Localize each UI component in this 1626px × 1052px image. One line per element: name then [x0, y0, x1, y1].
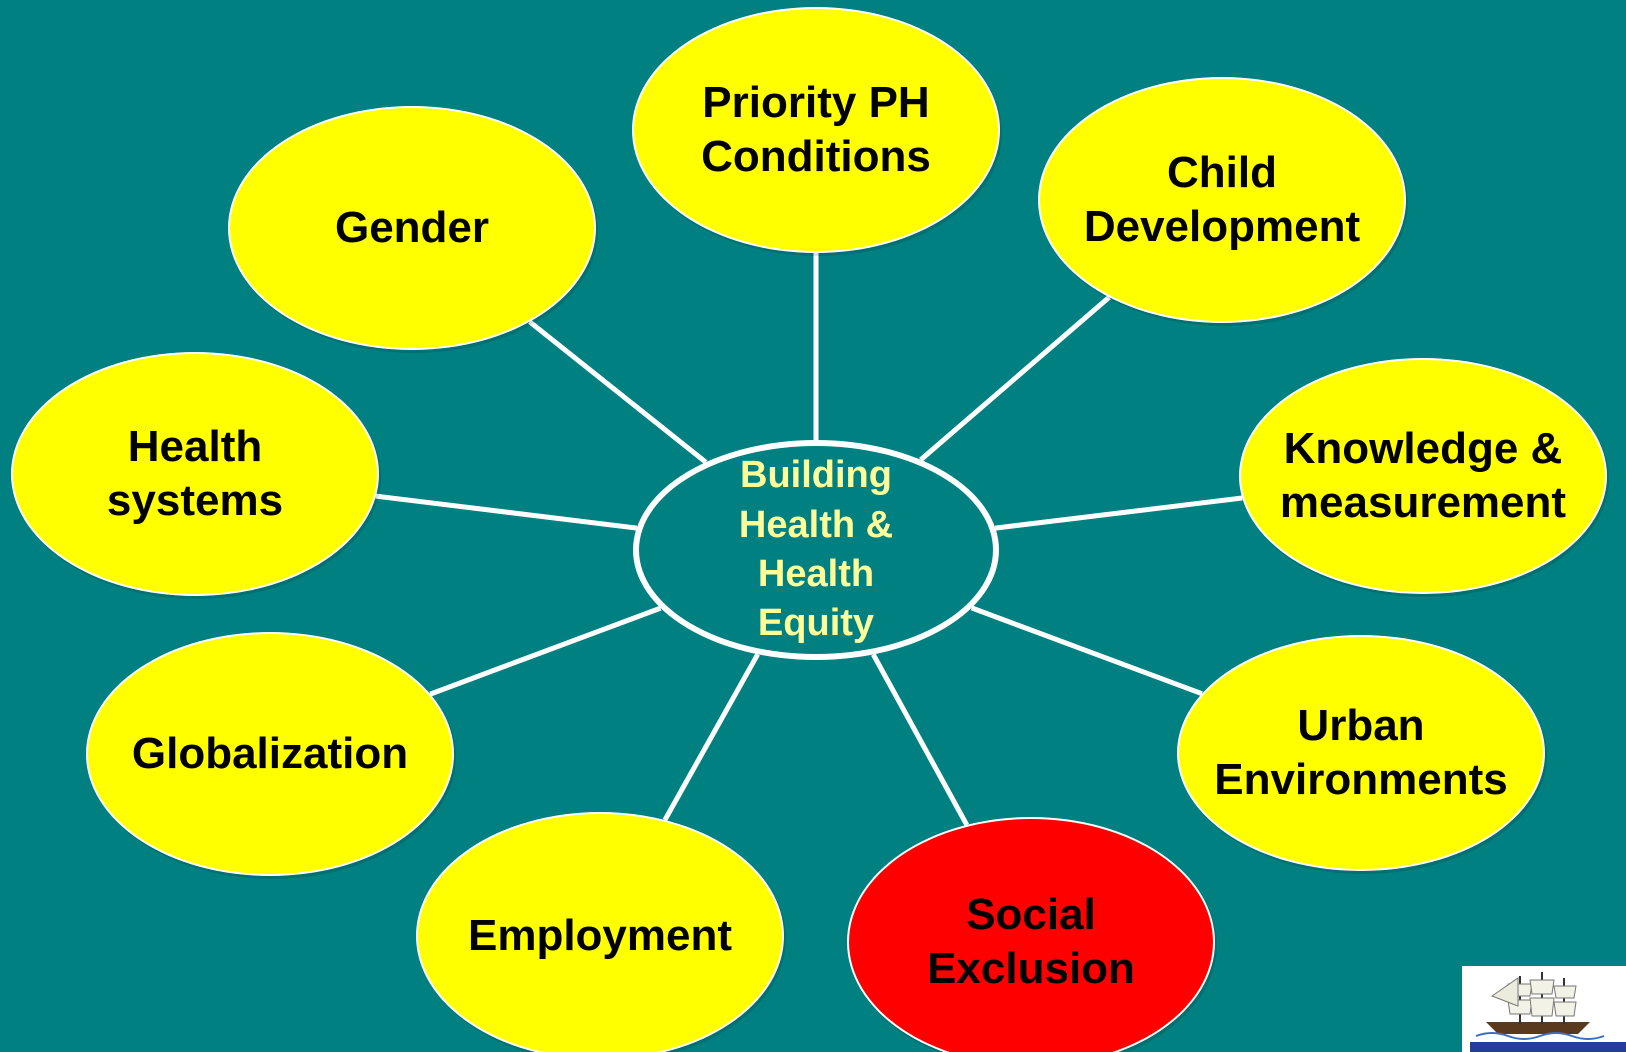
connector-health-systems — [375, 493, 638, 531]
node-health-systems: Health systems — [11, 352, 379, 596]
node-label: Urban Environments — [1214, 701, 1508, 804]
node-label: Globalization — [131, 729, 409, 779]
node-gender: Gender — [228, 106, 596, 350]
connector-knowledge — [994, 495, 1243, 531]
connector-social — [871, 653, 969, 827]
node-label: Employment — [467, 911, 733, 961]
connector-urban — [970, 605, 1203, 697]
sailing-ship-icon — [1475, 972, 1605, 1040]
node-label: Health systems — [106, 422, 284, 525]
node-social-exclusion: Social Exclusion — [847, 817, 1215, 1052]
node-label: Gender — [334, 203, 490, 253]
connector-child — [919, 295, 1111, 462]
center-node: Building Health & Health Equity — [633, 440, 999, 660]
node-urban-environments: Urban Environments — [1177, 635, 1545, 871]
node-knowledge-measurement: Knowledge & measurement — [1239, 358, 1607, 594]
node-globalization: Globalization — [86, 632, 454, 876]
node-label: Priority PH Conditions — [701, 78, 931, 181]
node-label: Child Development — [1083, 148, 1361, 251]
center-node-label: Building Health & Health Equity — [738, 454, 894, 645]
connector-gender — [528, 319, 708, 465]
node-child-development: Child Development — [1038, 77, 1406, 323]
node-label: Social Exclusion — [927, 890, 1135, 993]
node-employment: Employment — [416, 812, 784, 1052]
node-label: Knowledge & measurement — [1279, 424, 1567, 527]
connector-globalization — [429, 605, 662, 697]
node-priority-ph-conditions: Priority PH Conditions — [632, 7, 1000, 253]
logo — [1462, 966, 1626, 1052]
connector-employment — [662, 653, 760, 822]
logo-base-bar — [1470, 1042, 1626, 1052]
